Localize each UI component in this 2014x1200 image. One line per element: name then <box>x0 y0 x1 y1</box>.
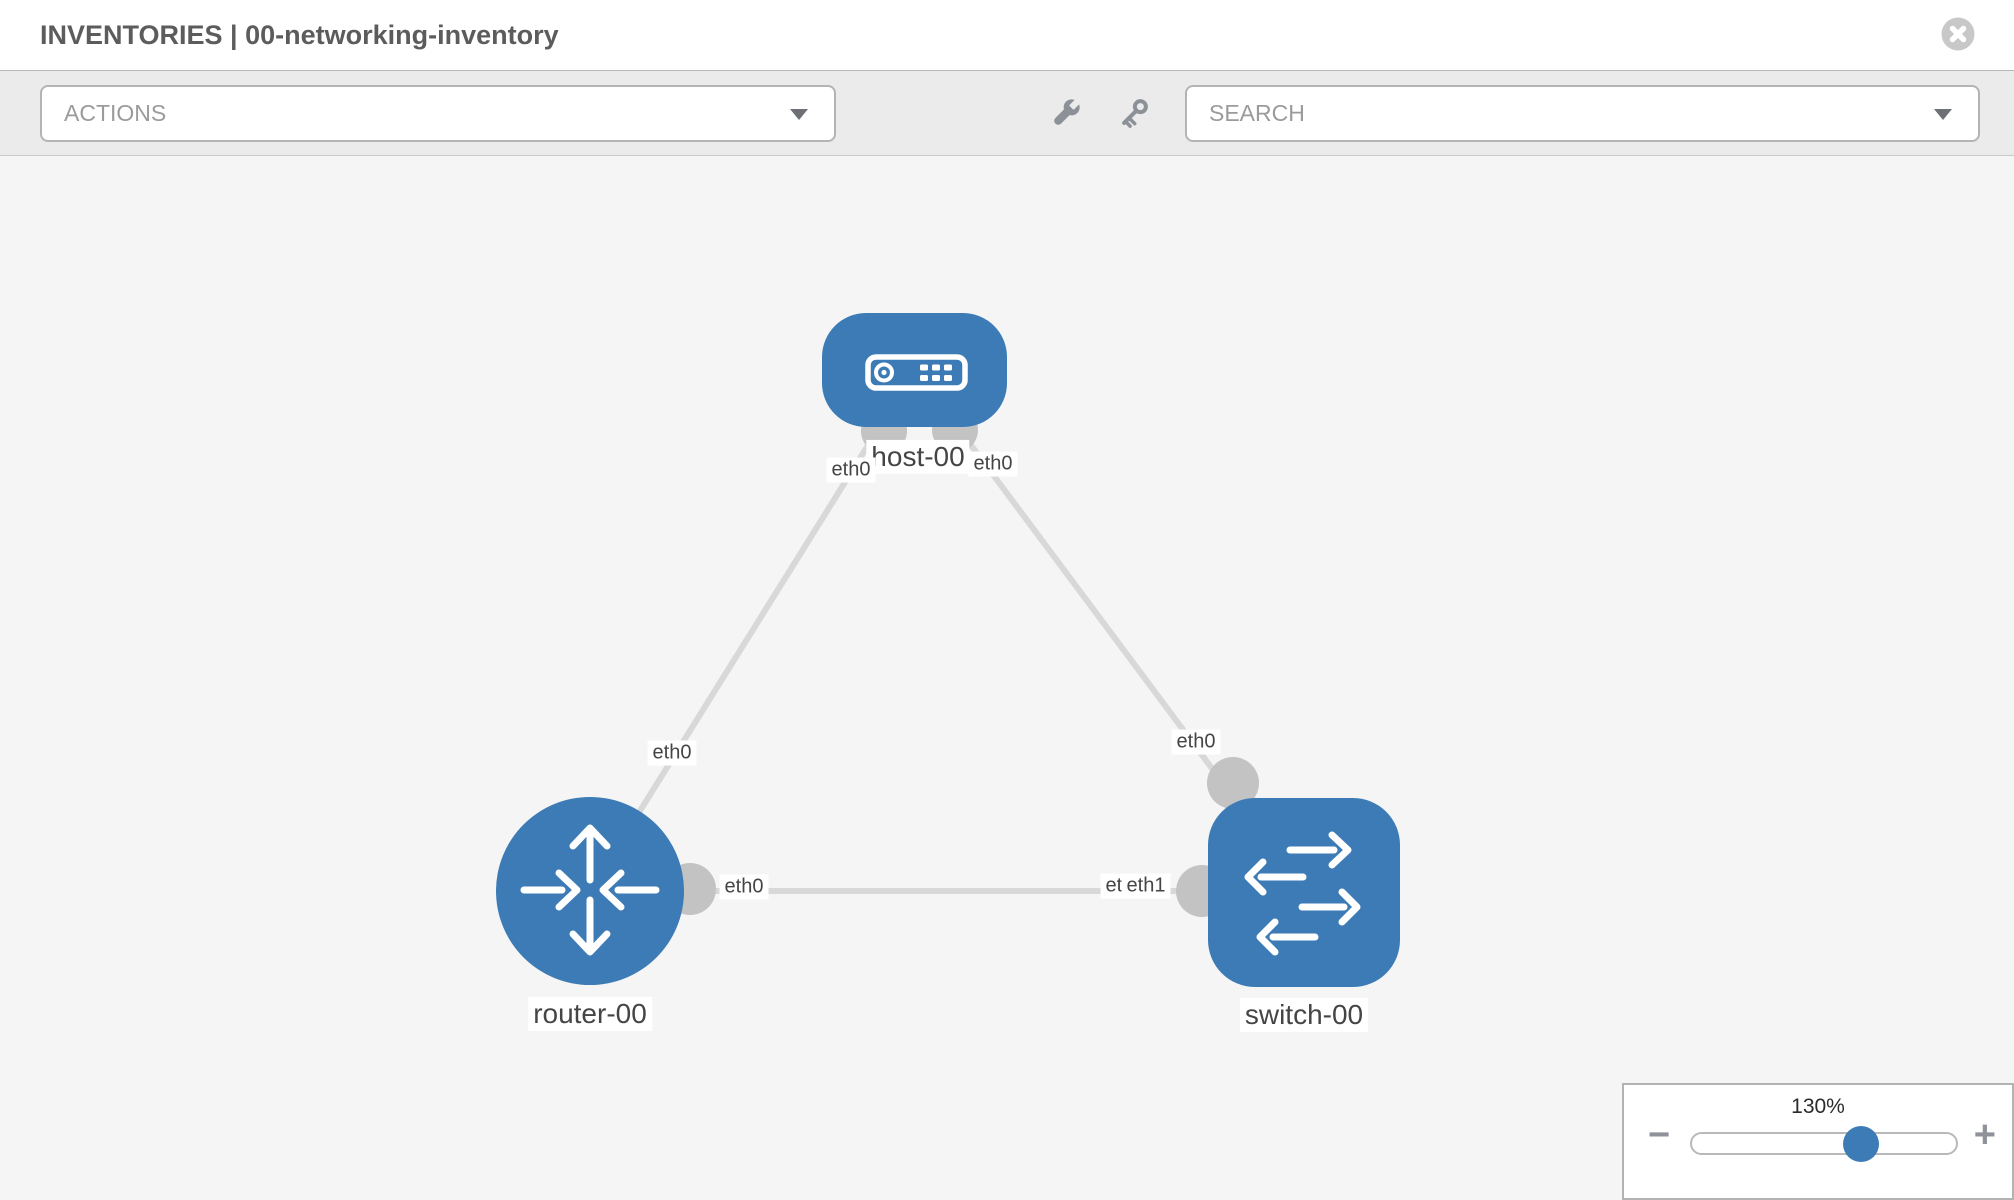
actions-dropdown[interactable]: ACTIONS <box>40 85 836 142</box>
switch-icon <box>1244 831 1361 956</box>
close-icon[interactable] <box>1940 16 1976 52</box>
node-host[interactable] <box>822 313 1007 427</box>
header: INVENTORIES | 00-networking-inventory <box>0 0 2014 71</box>
zoom-panel: 130% − + <box>1622 1083 2014 1200</box>
key-icon[interactable] <box>1106 85 1163 142</box>
zoom-out-button[interactable]: − <box>1648 1114 1671 1156</box>
actions-dropdown-label: ACTIONS <box>64 100 167 126</box>
zoom-in-button[interactable]: + <box>1973 1114 1996 1156</box>
if-label-router-eth0-right: eth0 <box>719 874 769 900</box>
node-switch[interactable] <box>1208 798 1400 987</box>
node-label-switch: switch-00 <box>1239 997 1369 1033</box>
if-label-router-eth0-top: eth0 <box>647 740 697 766</box>
router-icon <box>520 824 660 956</box>
if-label-host-eth0-right: eth0 <box>968 451 1018 477</box>
chevron-down-icon <box>1934 108 1952 120</box>
zoom-level: 130% <box>1791 1095 1845 1118</box>
if-label-host-eth0-left: eth0 <box>826 457 876 483</box>
node-label-router: router-00 <box>528 996 652 1032</box>
node-router[interactable] <box>496 797 684 985</box>
port-switch-eth0 <box>1207 757 1259 809</box>
node-label-host: host-00 <box>866 439 970 475</box>
link-host-router[interactable] <box>587 368 918 893</box>
search-dropdown-label: SEARCH <box>1209 100 1305 126</box>
host-icon <box>865 354 968 391</box>
page-title: INVENTORIES | 00-networking-inventory <box>40 20 559 50</box>
search-dropdown[interactable]: SEARCH <box>1185 85 1980 142</box>
zoom-slider-handle[interactable] <box>1842 1125 1879 1162</box>
ports-layer <box>664 407 1259 917</box>
wrench-icon[interactable] <box>1038 85 1095 142</box>
if-label-switch-eth1: eth1 <box>1121 873 1171 899</box>
chevron-down-icon <box>790 108 808 120</box>
if-label-switch-eth0-top: eth0 <box>1171 729 1221 755</box>
toolbar: ACTIONS SEARCH <box>0 71 2014 156</box>
zoom-slider-track[interactable] <box>1690 1125 1958 1162</box>
